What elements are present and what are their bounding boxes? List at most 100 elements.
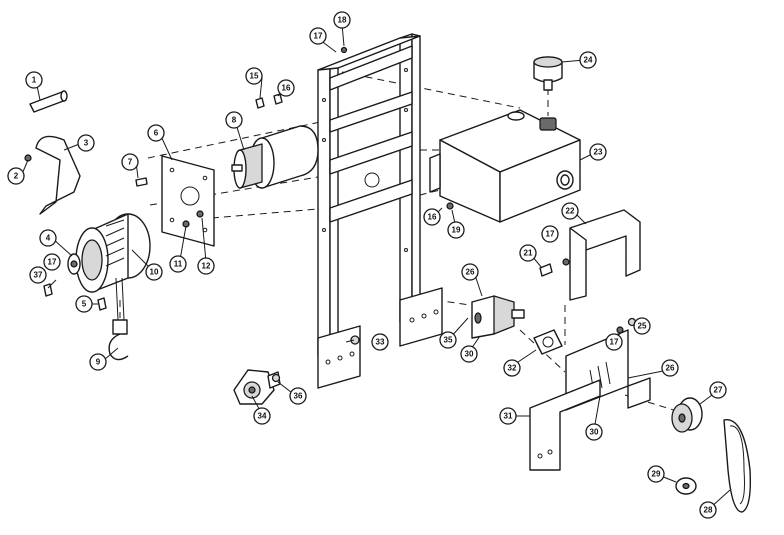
callout-30b: 30 xyxy=(585,423,603,441)
nut-33 xyxy=(350,335,360,345)
callout-label: 32 xyxy=(508,364,517,373)
callout-30a: 30 xyxy=(460,345,478,363)
callout-label: 31 xyxy=(504,412,513,421)
callout-18: 18 xyxy=(333,11,351,29)
callout-27: 27 xyxy=(709,381,727,399)
callout-label: 5 xyxy=(82,300,87,309)
callout-label: 7 xyxy=(128,158,133,167)
callout-label: 11 xyxy=(174,260,183,269)
callout-5: 5 xyxy=(75,295,93,313)
callout-label: 23 xyxy=(594,148,603,157)
callout-label: 4 xyxy=(46,234,51,243)
callout-label: 33 xyxy=(376,338,385,347)
callout-17a: 17 xyxy=(309,27,327,45)
callout-label: 30 xyxy=(590,428,599,437)
clevis-pin xyxy=(29,90,68,113)
callout-label: 17 xyxy=(314,32,323,41)
washer-17c xyxy=(616,326,624,334)
callout-17c: 17 xyxy=(541,225,559,243)
callout-21: 21 xyxy=(519,244,537,262)
callout-label: 30 xyxy=(465,350,474,359)
washer-17b xyxy=(562,258,570,266)
callout-label: 17 xyxy=(610,338,619,347)
callout-9: 9 xyxy=(89,353,107,371)
callout-31: 31 xyxy=(499,407,517,425)
hydraulic-pump xyxy=(471,295,525,339)
callout-12: 12 xyxy=(197,257,215,275)
callout-label: 26 xyxy=(466,268,475,277)
pulley-bracket xyxy=(233,369,281,405)
small-pulley xyxy=(675,477,697,495)
callout-17b: 17 xyxy=(43,253,61,271)
callout-label: 1 xyxy=(32,76,37,85)
callout-label: 34 xyxy=(258,412,267,421)
callout-11: 11 xyxy=(169,255,187,273)
callout-8: 8 xyxy=(225,111,243,129)
winch-drum xyxy=(67,213,151,293)
washer-19 xyxy=(446,202,454,210)
callout-15: 15 xyxy=(245,67,263,85)
callout-label: 21 xyxy=(524,249,533,258)
callout-label: 36 xyxy=(294,392,303,401)
main-frame xyxy=(317,33,443,389)
callout-2: 2 xyxy=(7,167,25,185)
pump-flange xyxy=(533,329,563,355)
winch-cover xyxy=(35,135,81,215)
callout-label: 18 xyxy=(338,16,347,25)
callout-label: 24 xyxy=(584,56,593,65)
callout-26b: 26 xyxy=(661,359,679,377)
callout-16a: 16 xyxy=(277,79,295,97)
callout-label: 3 xyxy=(84,139,89,148)
callout-34: 34 xyxy=(253,407,271,425)
mount-screw xyxy=(135,177,148,187)
callout-label: 26 xyxy=(666,364,675,373)
v-belt xyxy=(723,419,752,513)
callout-4: 4 xyxy=(39,229,57,247)
callout-35: 35 xyxy=(439,331,457,349)
belt-guard xyxy=(569,209,641,301)
callout-label: 9 xyxy=(96,358,101,367)
motor-bolts xyxy=(255,93,283,109)
callout-label: 17 xyxy=(546,230,555,239)
callout-10: 10 xyxy=(145,263,163,281)
callout-label: 16 xyxy=(282,84,291,93)
callout-24: 24 xyxy=(579,51,597,69)
bolt-21 xyxy=(539,263,553,277)
washer-17a xyxy=(340,46,348,54)
filler-cap xyxy=(533,56,563,91)
callout-29: 29 xyxy=(647,465,665,483)
callout-label: 27 xyxy=(714,386,723,395)
callout-label: 12 xyxy=(202,262,211,271)
callout-17d: 17 xyxy=(605,333,623,351)
callout-label: 22 xyxy=(566,207,575,216)
callout-33: 33 xyxy=(371,333,389,351)
bolt-37 xyxy=(43,283,53,297)
callout-label: 6 xyxy=(154,129,159,138)
callout-label: 19 xyxy=(452,226,461,235)
reservoir-tank xyxy=(429,109,581,223)
nut-36 xyxy=(271,373,281,383)
callout-22: 22 xyxy=(561,202,579,220)
bolt-5 xyxy=(97,297,107,311)
callout-label: 35 xyxy=(444,336,453,345)
callout-26a: 26 xyxy=(461,263,479,281)
callout-label: 16 xyxy=(428,213,437,222)
callout-label: 2 xyxy=(14,172,19,181)
callout-32: 32 xyxy=(503,359,521,377)
callout-19: 19 xyxy=(447,221,465,239)
callout-label: 15 xyxy=(250,72,259,81)
callout-label: 37 xyxy=(34,271,43,280)
callout-23: 23 xyxy=(589,143,607,161)
callout-3: 3 xyxy=(77,134,95,152)
motor-mount-plate xyxy=(161,155,215,247)
callout-7: 7 xyxy=(121,153,139,171)
callout-label: 8 xyxy=(232,116,237,125)
callout-label: 28 xyxy=(704,506,713,515)
drive-pulley xyxy=(671,397,703,433)
cable-hook xyxy=(108,277,129,361)
callout-25: 25 xyxy=(633,317,651,335)
callout-1: 1 xyxy=(25,71,43,89)
callout-label: 25 xyxy=(638,322,647,331)
callout-label: 10 xyxy=(150,268,159,277)
